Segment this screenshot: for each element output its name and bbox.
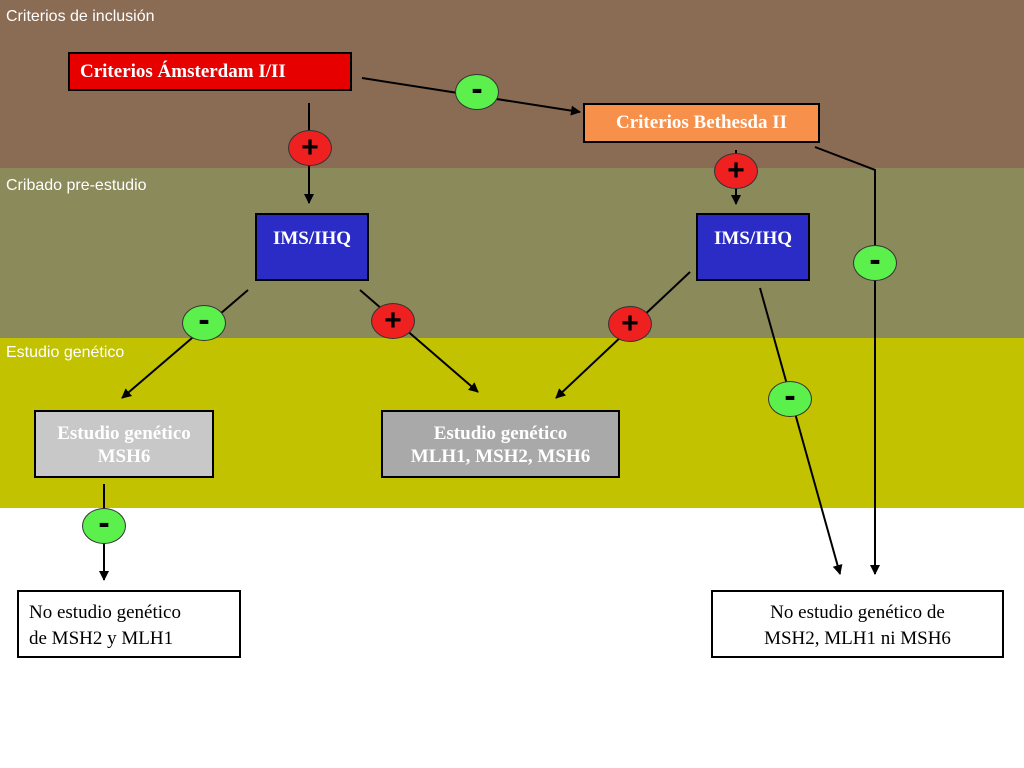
minus-badge-bethesda-no-study: - (853, 243, 897, 281)
box-no2-line-2: MSH2, MLH1 ni MSH6 (764, 628, 951, 649)
box-msh6-line-2: MSH6 (97, 446, 151, 467)
box-no-estudio-left: No estudio genético de MSH2 y MLH1 (17, 590, 241, 658)
band-cribado-pre-estudio: Cribado pre-estudio (0, 168, 1024, 338)
plus-badge-ims-left-mlh1: + (371, 303, 415, 339)
arrow-ims-left-to-mlh1 (359, 289, 479, 393)
box-ims-ihq-left: IMS/IHQ (255, 213, 369, 281)
minus-badge-msh6-no-study: - (82, 506, 126, 544)
plus-badge-amsterdam-ims: + (288, 130, 332, 166)
minus-badge-amsterdam-bethesda: - (455, 72, 499, 110)
box-criterios-bethesda: Criterios Bethesda II (583, 103, 820, 143)
box-msh6-line-1: Estudio genético (57, 423, 191, 444)
box-ims-ihq-right: IMS/IHQ (696, 213, 810, 281)
arrow-ims-left-to-msh6 (121, 289, 249, 399)
box-no1-line-1: No estudio genético (29, 602, 181, 623)
box-estudio-genetico-msh6: Estudio genético MSH6 (34, 410, 214, 478)
box-mlh1-line-1: Estudio genético (433, 423, 568, 444)
minus-badge-ims-left-msh6: - (182, 303, 226, 341)
arrow-ims-right-to-no-study (759, 287, 843, 575)
minus-badge-ims-right-no-study: - (768, 379, 812, 417)
band-label-genetico: Estudio genético (6, 344, 125, 361)
band-label-cribado: Cribado pre-estudio (6, 177, 147, 194)
arrow-bethesda-to-no-study (814, 146, 880, 575)
plus-badge-bethesda-ims: + (714, 153, 758, 189)
box-mlh1-line-2: MLH1, MSH2, MSH6 (410, 446, 591, 467)
box-no2-line-1: No estudio genético de (770, 602, 945, 623)
box-criterios-amsterdam: Criterios Ámsterdam I/II (68, 52, 352, 91)
band-label-inclusion: Criterios de inclusión (6, 8, 155, 25)
box-no-estudio-right: No estudio genético de MSH2, MLH1 ni MSH… (711, 590, 1004, 658)
box-estudio-genetico-mlh1-msh2-msh6: Estudio genético MLH1, MSH2, MSH6 (381, 410, 620, 478)
box-no1-line-2: de MSH2 y MLH1 (29, 628, 174, 649)
plus-badge-ims-right-mlh1: + (608, 306, 652, 342)
